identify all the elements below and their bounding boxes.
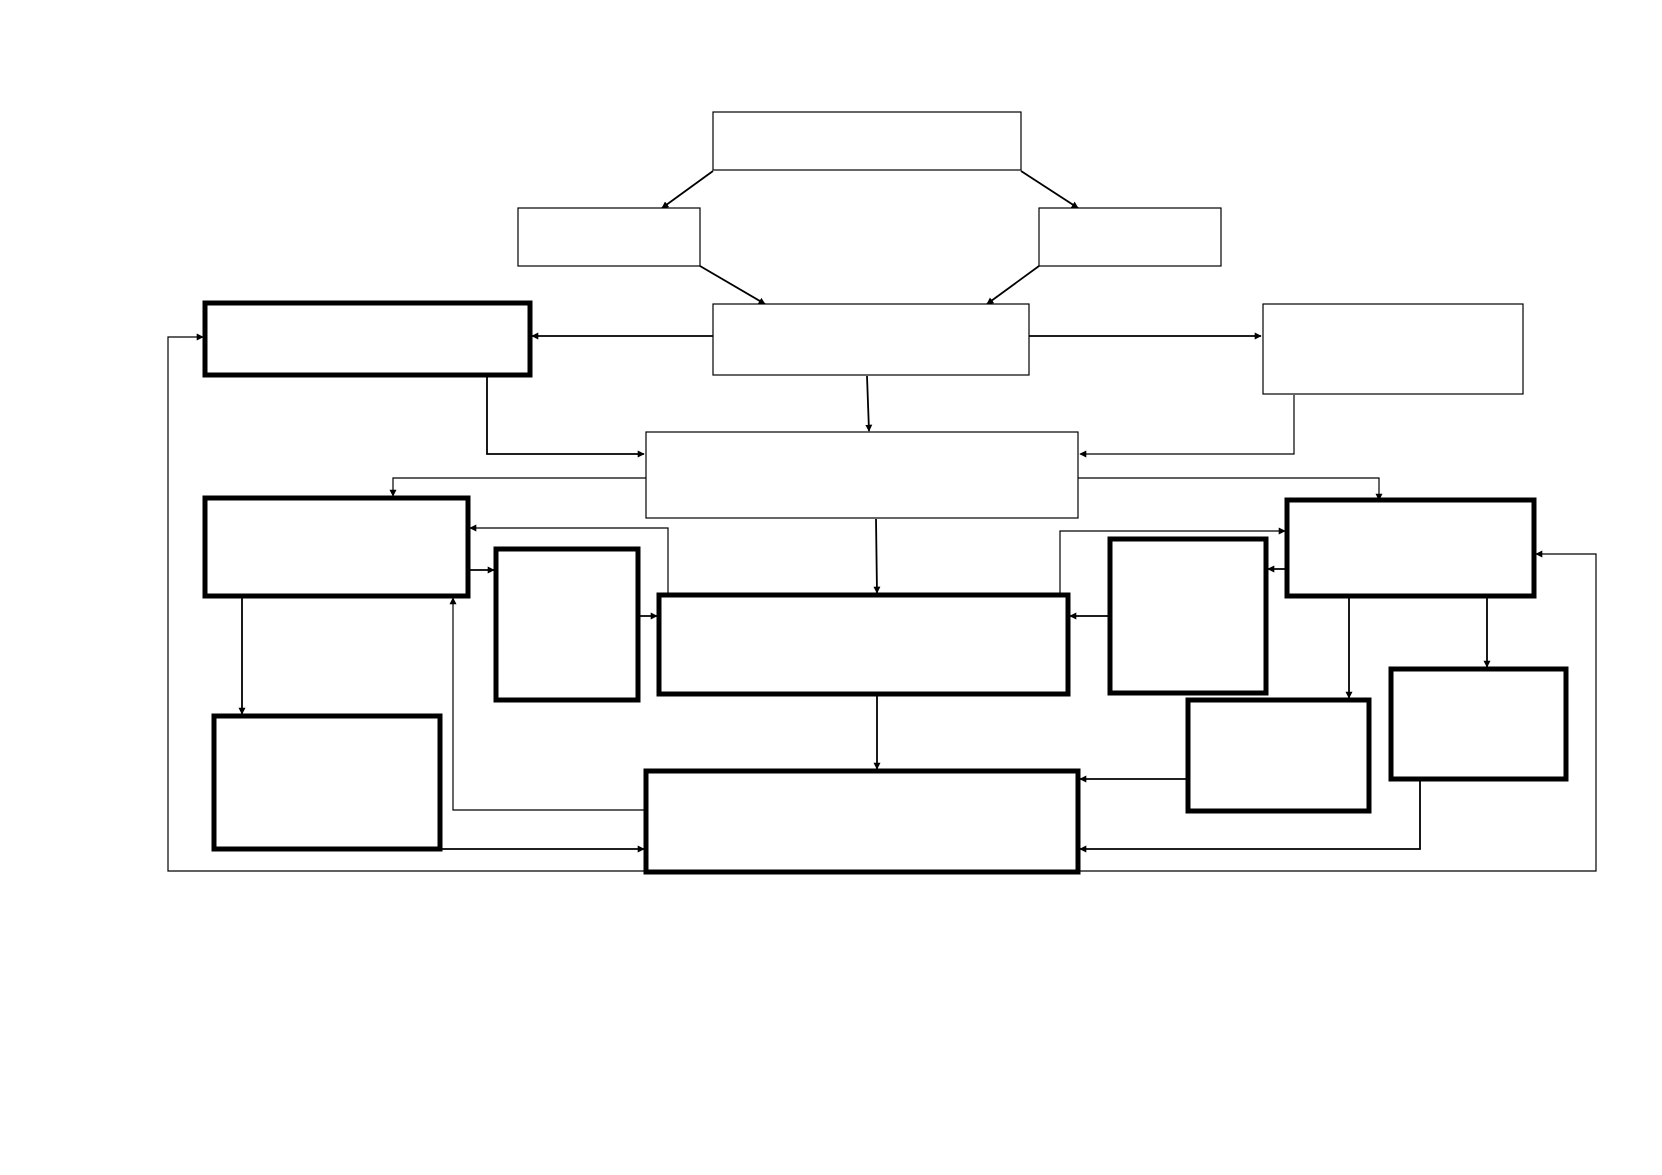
edge-bottom-bold-to-left-mid-bold <box>449 597 646 811</box>
node-box-bottom-right-b-bold <box>1388 666 1569 782</box>
node-box-right-mid-bold <box>1284 497 1537 599</box>
node-small-left-bold <box>493 546 641 703</box>
node-box-small-right-bold <box>1107 536 1269 696</box>
node-box-top <box>712 111 1022 171</box>
node-bottom-right-a-bold <box>1185 697 1372 814</box>
node-box-upper-right <box>1038 207 1222 267</box>
edges-layer <box>167 170 1597 872</box>
node-box-small-left-bold <box>493 546 641 703</box>
edge-bottom-bold-to-right-mid-bold <box>1078 550 1597 872</box>
nodes-layer <box>202 111 1569 875</box>
node-box-right-top <box>1262 303 1524 395</box>
node-box-left-bottom-bold <box>211 713 443 852</box>
node-box-left-top-bold <box>202 300 533 378</box>
node-hub <box>645 431 1079 519</box>
node-left-mid-bold <box>202 495 471 599</box>
edge-top-to-upper-left <box>661 170 714 209</box>
node-box-bottom-right-a-bold <box>1185 697 1372 814</box>
node-box-left-mid-bold <box>202 495 471 599</box>
node-left-top-bold <box>202 300 533 378</box>
edge-left-top-bold-to-hub <box>486 376 645 458</box>
node-bottom-right-b-bold <box>1388 666 1569 782</box>
node-box-bottom-bold <box>643 768 1081 875</box>
node-left-bottom-bold <box>211 713 443 852</box>
node-right-mid-bold <box>1284 497 1537 599</box>
edge-hub-to-left-mid-bold <box>389 477 646 497</box>
node-box-center <box>712 303 1030 376</box>
node-box-hub <box>645 431 1079 519</box>
edge-right-top-to-hub <box>1079 395 1295 458</box>
node-box-upper-left <box>517 207 701 267</box>
node-bottom-bold <box>643 768 1081 875</box>
edge-middle-bold-to-left-mid-bold <box>469 524 669 595</box>
node-box-middle-bold <box>656 592 1071 697</box>
edge-bottom-bold-to-left-top-bold <box>167 333 646 872</box>
edge-upper-left-to-center <box>699 265 766 305</box>
node-center <box>712 303 1030 376</box>
node-upper-right <box>1038 207 1222 267</box>
edge-middle-bold-to-right-mid-bold <box>1059 527 1286 595</box>
edge-upper-right-to-center <box>986 265 1040 305</box>
edge-bottom-right-b-bold-to-bottom-bold <box>1079 780 1421 853</box>
edge-center-to-hub <box>865 375 873 432</box>
edge-top-to-upper-right <box>1020 170 1079 209</box>
node-right-top <box>1262 303 1524 395</box>
edge-hub-to-middle-bold <box>873 518 881 594</box>
node-small-right-bold <box>1107 536 1269 696</box>
node-middle-bold <box>656 592 1071 697</box>
node-top <box>712 111 1022 171</box>
edge-hub-to-right-mid-bold <box>1078 477 1383 501</box>
node-upper-left <box>517 207 701 267</box>
